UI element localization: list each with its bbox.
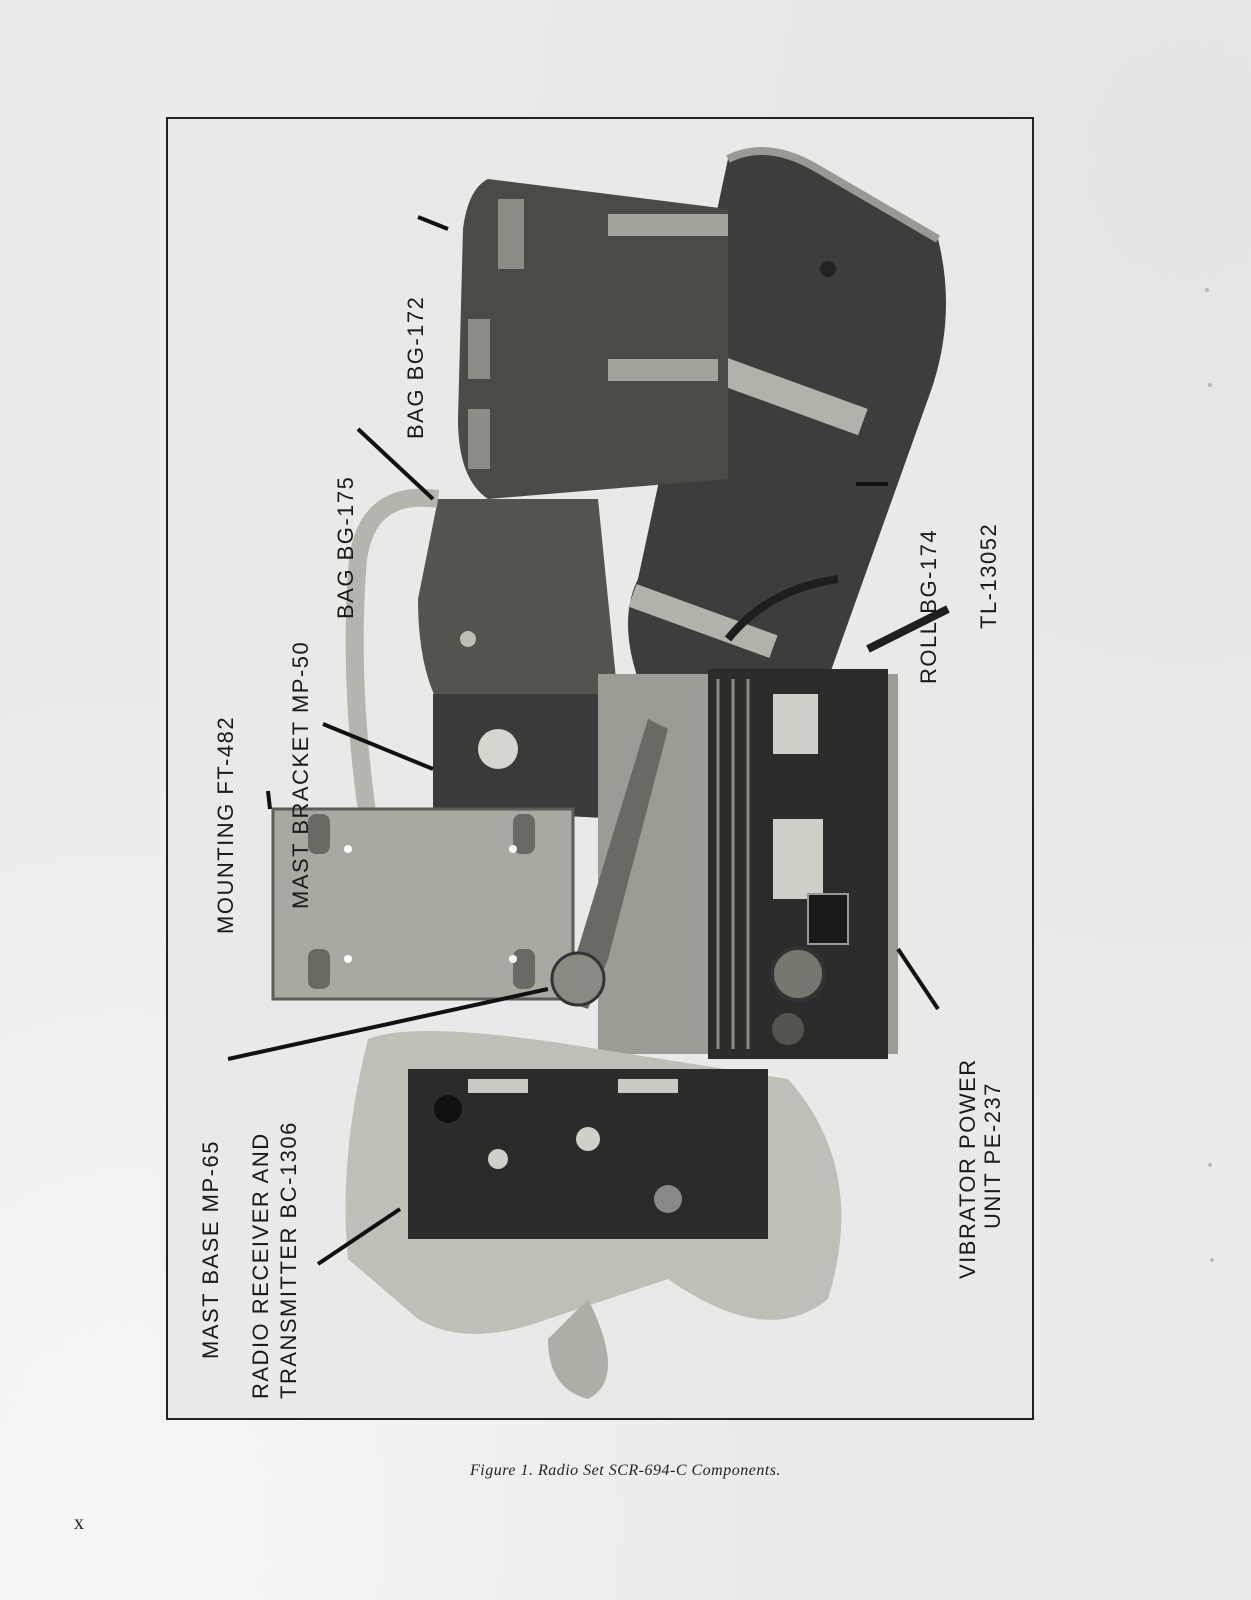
label-bag-bg172: BAG BG-172 [403,295,428,439]
label-vibrator-line1: VIBRATOR POWER [955,1058,980,1279]
callout-arrows [227,215,940,1266]
page-number: x [74,1512,84,1534]
figure-caption: Figure 1. Radio Set SCR-694-C Components… [470,1462,781,1479]
label-radio-line1: RADIO RECEIVER AND [248,1132,273,1399]
component-photo [227,147,950,1399]
scan-speck [1208,383,1212,387]
bag-bg172-shape [458,179,728,499]
label-radio-line2: TRANSMITTER BC-1306 [276,1121,301,1399]
label-mounting-ft482: MOUNTING FT-482 [213,715,238,934]
mast-bracket-shape [433,694,623,819]
scan-speck [1208,1163,1212,1167]
scan-speck [1210,1258,1214,1262]
radio-bc1306-panel-shape [408,1069,768,1239]
label-mast-base-mp65: MAST BASE MP-65 [198,1140,223,1359]
label-roll-bg174: ROLL BG-174 [916,528,941,684]
scan-speck [1205,288,1209,292]
label-mast-bracket-mp50: MAST BRACKET MP-50 [288,640,313,909]
label-vibrator-line2: UNIT PE-237 [980,1082,1005,1229]
bag-bg175-shape [418,499,618,719]
label-bag-bg175: BAG BG-175 [333,475,358,619]
mast-base-shape [558,719,668,1009]
label-tl-13052: TL-13052 [976,522,1001,629]
figure-frame: BAG BG-172 BAG BG-175 ROLL BG-174 TL-130… [166,117,1034,1420]
